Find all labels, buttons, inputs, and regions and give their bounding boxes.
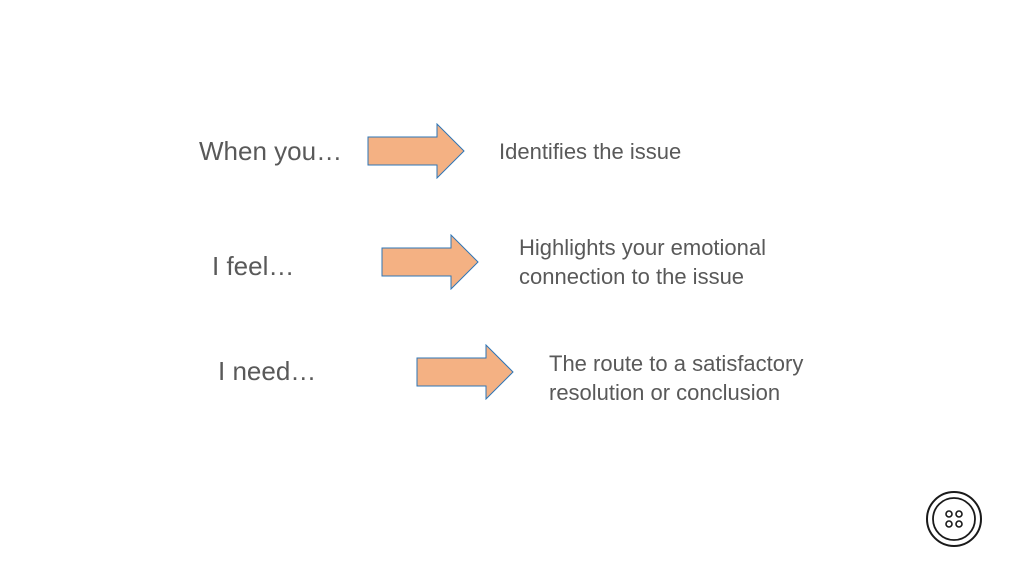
right-arrow-icon (367, 123, 465, 179)
description-i-need: The route to a satisfactory resolution o… (549, 351, 804, 405)
button-icon[interactable] (926, 491, 982, 547)
lead-i-need: I need… (218, 356, 317, 386)
description-i-feel: Highlights your emotional connection to … (519, 235, 767, 289)
right-arrow-icon (381, 234, 479, 290)
lead-i-feel: I feel… (212, 251, 295, 281)
description-when-you: Identifies the issue (499, 139, 682, 164)
lead-when-you: When you… (199, 136, 343, 166)
right-arrow-icon (416, 344, 514, 400)
